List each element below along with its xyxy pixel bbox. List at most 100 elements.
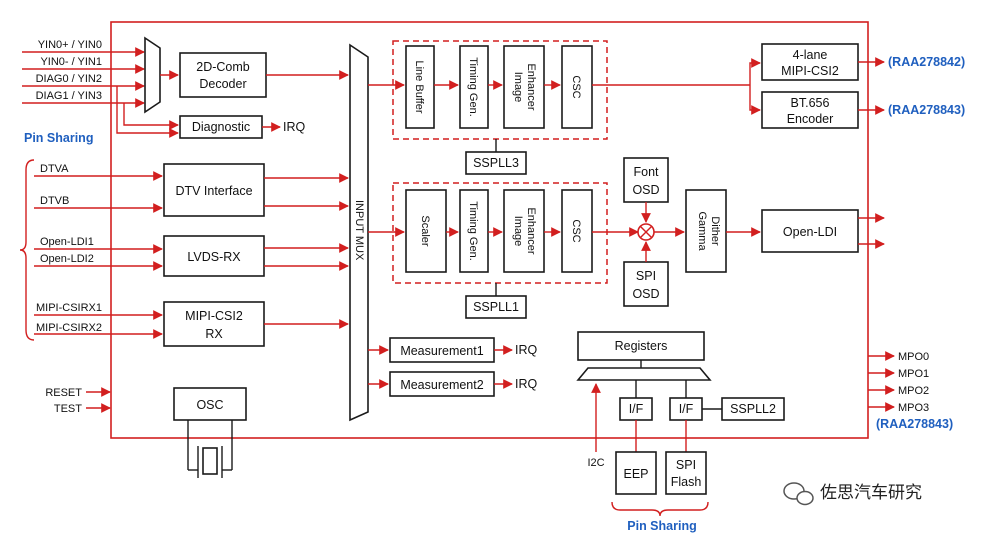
sspll3-block <box>465 151 527 175</box>
sspll3-label: SSPLL3 <box>473 156 519 170</box>
dtvb-label: DTVB <box>40 195 69 207</box>
bottom-image-label-1: Image <box>512 216 524 247</box>
sspll1-label: SSPLL1 <box>473 300 519 314</box>
measurement2-label: Measurement2 <box>400 378 483 392</box>
scaler-block <box>405 189 447 273</box>
spi-osd-label-1: SPI <box>636 269 656 283</box>
top-csc-label: CSC <box>570 75 582 98</box>
wechat-icon <box>783 482 814 506</box>
top-image-enhancer-block <box>503 45 545 129</box>
raa278843-bottom-label: (RAA278843) <box>876 417 953 431</box>
top-image-label-1: Image <box>512 72 524 103</box>
comb-decoder-block <box>179 52 267 98</box>
bt656-encoder-block <box>761 91 859 129</box>
raa278843-top-label: (RAA278843) <box>888 103 965 117</box>
bottom-timing-gen-block <box>459 189 489 273</box>
yin3-label: DIAG1 / YIN3 <box>36 90 102 102</box>
bt656-label-2: Encoder <box>787 112 834 126</box>
bottom-timing-gen-label: Timing Gen. <box>467 201 479 261</box>
pin-sharing-left-label: Pin Sharing <box>24 131 93 145</box>
input-mux <box>349 43 369 422</box>
mipi-csirx1-label: MIPI-CSIRX1 <box>36 302 102 314</box>
diagnostic-label: Diagnostic <box>192 120 250 134</box>
osc-label: OSC <box>196 398 223 412</box>
top-timing-gen-label: Timing Gen. <box>467 57 479 117</box>
open-ldi-block <box>761 209 859 253</box>
comb-decoder-label-1: 2D-Comb <box>196 60 250 74</box>
mipi-csi2-tx-block <box>761 43 859 81</box>
analog-inputs: YIN0+ / YIN0 YIN0- / YIN1 DIAG0 / YIN2 D… <box>22 39 179 138</box>
sspll2-label: SSPLL2 <box>730 402 776 416</box>
bt656-label-1: BT.656 <box>791 96 830 110</box>
top-timing-gen-block <box>459 45 489 129</box>
yin2-label: DIAG0 / YIN2 <box>36 73 102 85</box>
font-osd-label-2: OSD <box>632 183 659 197</box>
blend-mixer-icon <box>637 223 655 241</box>
dtv-interface-block <box>163 163 265 217</box>
mpo1-label: MPO1 <box>898 368 929 380</box>
crystal-icon <box>187 420 233 478</box>
registers-block <box>577 331 705 361</box>
lvds-rx-block <box>163 235 265 277</box>
watermark-text: 佐思汽车研究 <box>820 483 922 502</box>
reset-label: RESET <box>45 387 82 399</box>
spi-osd-label-2: OSD <box>632 287 659 301</box>
open-ldi-label: Open-LDI <box>783 225 837 239</box>
font-osd-block <box>623 157 669 203</box>
top-processing-group <box>392 40 608 140</box>
yin1-label: YIN0- / YIN1 <box>40 56 102 68</box>
diagnostic-irq-label: IRQ <box>283 120 306 134</box>
mpo2-label: MPO2 <box>898 385 929 397</box>
flash-interface-label: I/F <box>679 402 694 416</box>
input-mux-label: INPUT MUX <box>353 200 365 261</box>
line-buffer-label: Line Buffer <box>413 60 425 113</box>
bottom-csc-label: CSC <box>570 219 582 242</box>
measurement1-irq-label: IRQ <box>515 343 538 357</box>
lvds-rx-label: LVDS-RX <box>187 250 241 264</box>
mpo0-label: MPO0 <box>898 351 929 363</box>
font-osd-label-1: Font <box>633 165 659 179</box>
dtva-label: DTVA <box>40 163 69 175</box>
spi-flash-block <box>665 451 707 495</box>
i2c-label: I2C <box>587 457 604 469</box>
mipi-csi2-rx-label-2: RX <box>205 327 223 341</box>
gamma-label: Gamma <box>696 211 708 251</box>
open-ldi2-label: Open-LDI2 <box>40 253 94 265</box>
eep-label: EEP <box>623 467 648 481</box>
measurement2-irq-label: IRQ <box>515 377 538 391</box>
mipi-csirx2-label: MIPI-CSIRX2 <box>36 322 102 334</box>
register-bus <box>576 367 712 381</box>
gamma-dither-block <box>685 189 727 273</box>
comb-decoder-label-2: Decoder <box>199 77 246 91</box>
dtv-interface-label: DTV Interface <box>175 184 252 198</box>
osc-block <box>173 387 247 421</box>
eep-interface-label: I/F <box>629 402 644 416</box>
pin-sharing-left-brace <box>19 159 35 341</box>
bottom-csc-block <box>561 189 593 273</box>
sspll2-block <box>721 397 785 421</box>
top-csc-block <box>561 45 593 129</box>
mipi-csi2-tx-label-2: MIPI-CSI2 <box>781 64 839 78</box>
sspll1-block <box>465 295 527 319</box>
top-image-label-2: Enhancer <box>525 63 537 110</box>
measurement1-label: Measurement1 <box>400 344 483 358</box>
scaler-label: Scaler <box>419 215 431 247</box>
bottom-processing-group <box>392 182 608 284</box>
dither-label: Dither <box>709 216 721 246</box>
pin-sharing-bottom-label: Pin Sharing <box>627 519 696 533</box>
eep-block <box>615 451 657 495</box>
chip-boundary <box>110 21 869 439</box>
mipi-csi2-tx-label-1: 4-lane <box>793 48 828 62</box>
mipi-csi2-rx-label-1: MIPI-CSI2 <box>185 309 243 323</box>
line-buffer-block <box>405 45 435 129</box>
spi-flash-label-1: SPI <box>676 458 696 472</box>
open-ldi1-label: Open-LDI1 <box>40 236 94 248</box>
bottom-image-label-2: Enhancer <box>525 207 537 254</box>
analog-input-mux <box>144 36 161 114</box>
mipi-csi2-rx-block <box>163 301 265 347</box>
registers-label: Registers <box>615 339 668 353</box>
raa278842-label: (RAA278842) <box>888 55 965 69</box>
yin0-label: YIN0+ / YIN0 <box>38 39 102 51</box>
test-label: TEST <box>54 403 82 415</box>
